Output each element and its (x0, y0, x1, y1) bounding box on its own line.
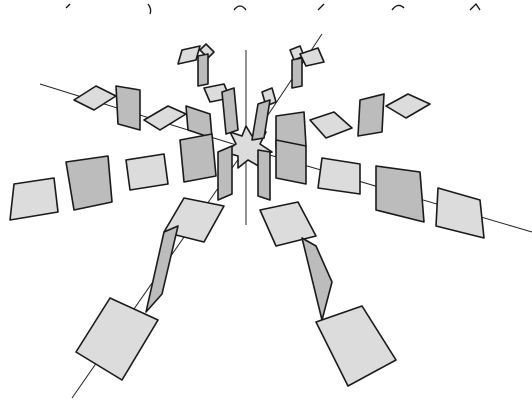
panel (386, 94, 430, 118)
panel (300, 48, 324, 66)
panel (222, 88, 238, 134)
panel (178, 46, 200, 64)
panel (316, 306, 396, 386)
panel (258, 150, 270, 200)
panel (180, 134, 216, 182)
arm-lower-left (76, 198, 224, 380)
arm-right (276, 94, 430, 148)
panel (318, 158, 360, 194)
cropped-header-text (66, 4, 480, 14)
panel (218, 146, 232, 200)
panel (358, 94, 384, 136)
panel (126, 154, 168, 190)
panel (116, 86, 140, 130)
panel (302, 238, 332, 320)
panel (310, 112, 352, 138)
arm-left (74, 86, 212, 138)
panel (252, 100, 270, 140)
panel (436, 188, 484, 238)
panel (186, 106, 212, 138)
panel (10, 178, 58, 220)
panel (276, 140, 306, 184)
panel (144, 106, 186, 130)
panel (198, 54, 208, 86)
panel (66, 156, 112, 210)
panel (292, 58, 302, 88)
panel (260, 202, 316, 246)
panel (74, 86, 116, 110)
arm-lower-right (260, 202, 396, 386)
panel (146, 226, 178, 312)
panel (376, 166, 424, 222)
